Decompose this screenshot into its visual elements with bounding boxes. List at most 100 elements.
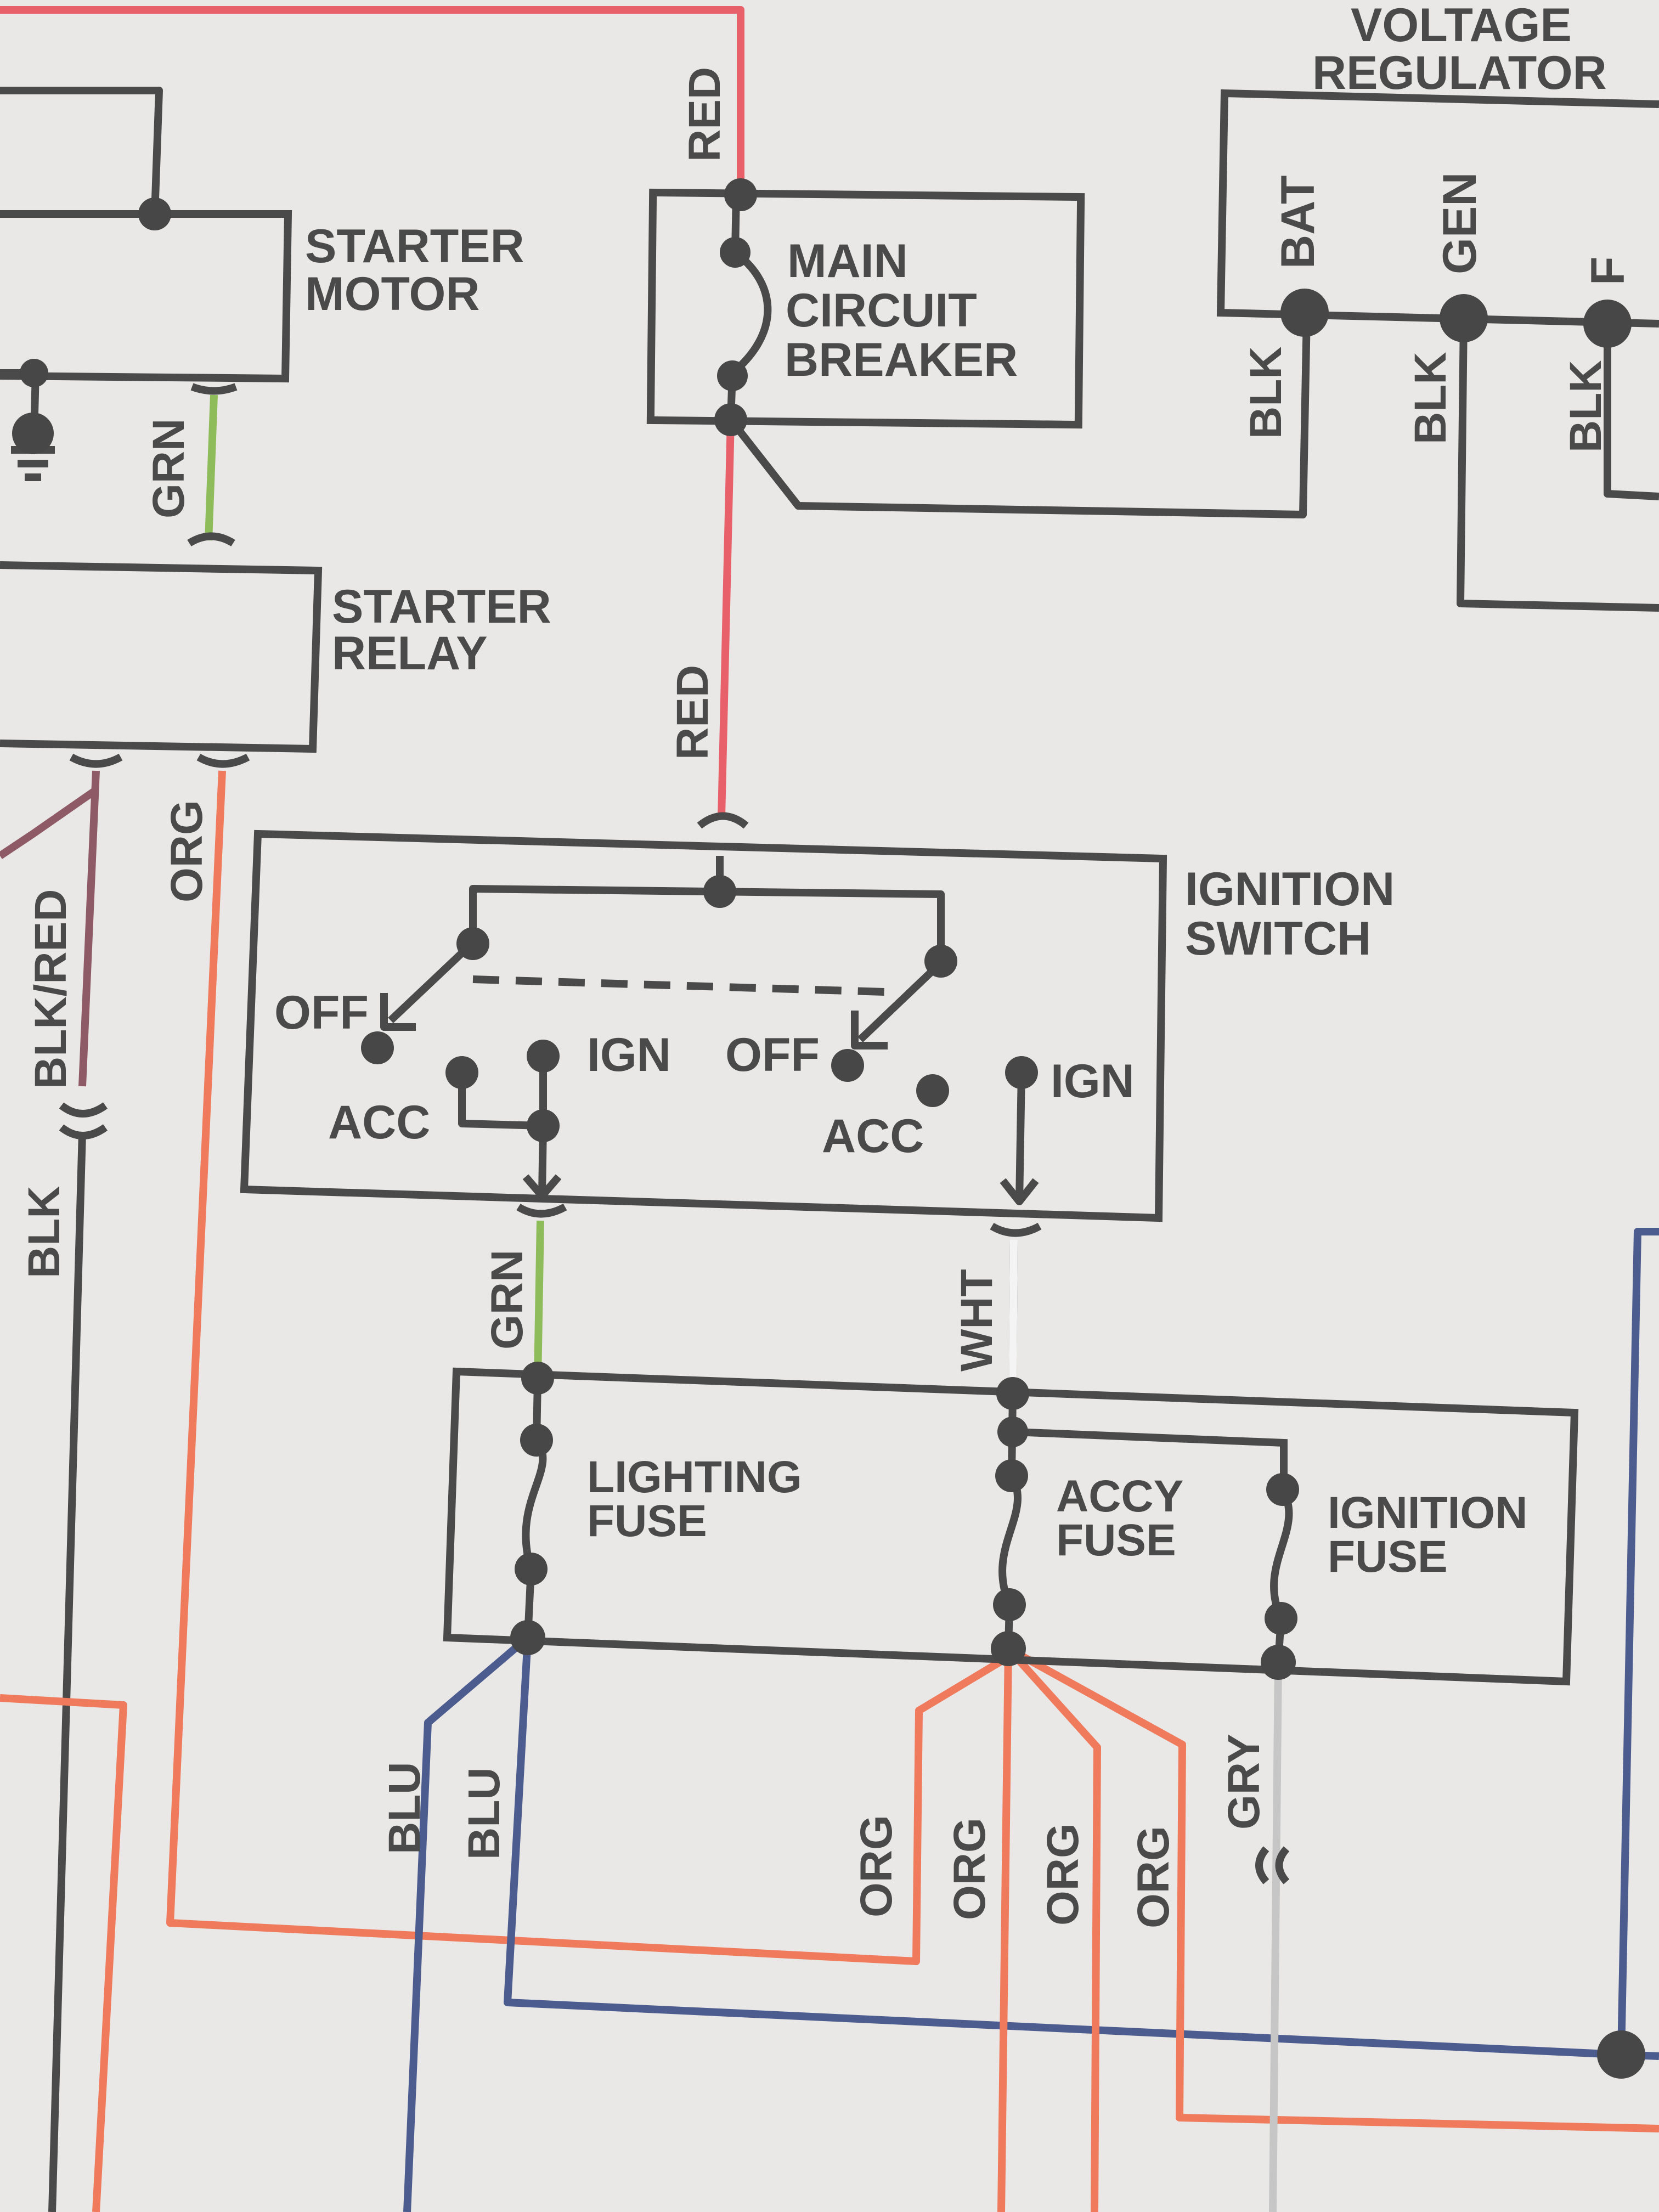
wire-grn-starter [205,394,218,541]
switch-right-acc-label: ACC [822,1110,924,1163]
wire-wht-switch [1009,1239,1018,1394]
wire-blk-f [1604,324,1659,500]
wire-org-4 [1006,1645,1659,2132]
fuse-divider [1013,1428,1288,1481]
wire-red-top [0,6,744,195]
dot-accy-top [995,1459,1028,1492]
regulator-bat-label: BAT [1272,176,1324,269]
switch-left-ign-acc-link [458,1056,547,1130]
wire-blu-1 [403,1634,531,2212]
dot-accy-out [991,1631,1026,1666]
dot-breaker-bottom [717,360,748,391]
dot-switch-right-pivot [924,945,957,978]
dot-lighting-in [521,1362,554,1395]
dot-switch-left-ign [527,1040,560,1073]
lighting-fuse-label-line1: LIGHTING [587,1452,802,1502]
dot-lighting-bottom [515,1553,548,1585]
wire-label-wht-switch: WHT [952,1269,1002,1372]
wire-org-2 [997,1648,1012,2212]
dot-reg-gen [1440,294,1488,342]
dot-switch-left-off [361,1031,394,1064]
switch-left-ign-label: IGN [587,1029,671,1081]
voltage-regulator-label: VOLTAGE REGULATOR [1312,0,1607,99]
wire-label-blk-bat: BLK [1241,346,1291,439]
wire-label-org-3: ORG [1038,1823,1088,1926]
accy-fuse-label: ACCY FUSE [1056,1471,1183,1565]
connector-blk-left [59,1102,108,1139]
wire-label-org-2: ORG [945,1818,995,1920]
dot-switch-right-ign [1005,1056,1038,1089]
connector-grn-bottom [187,532,235,547]
connector-red-switch [697,812,749,829]
dot-lighting-out [510,1620,545,1655]
switch-right-ign-label: IGN [1051,1055,1135,1108]
junction-dots [12,178,1645,2079]
wire-org-relay [166,770,1006,1965]
dot-switch-left-pivot [456,927,489,960]
wire-blu-2 [504,1637,1619,2058]
wire-label-blu-1: BLU [380,1762,430,1854]
ignition-fuse-label: IGNITION FUSE [1328,1488,1527,1582]
main-circuit-breaker-label: MAIN CIRCUIT BREAKER [785,235,1018,386]
wire-label-blk-left: BLK [19,1186,69,1278]
lighting-fuse-label-line2: FUSE [587,1496,707,1546]
dot-switch-left-junction [527,1109,560,1142]
ignition-fuse-label-line2: FUSE [1328,1532,1448,1582]
dot-starter-top [138,198,171,230]
connector-wht-switch [990,1222,1042,1237]
dot-ign-fuse-out [1261,1645,1296,1680]
main-circuit-breaker-label-line2: CIRCUIT [786,284,977,337]
wire-label-blk-f: BLK [1561,360,1611,453]
switch-right-arrow [851,1011,888,1049]
dot-breaker-out [714,403,747,436]
wire-org-3 [1005,1646,1101,2212]
switch-left-arrow [380,993,416,1031]
lighting-fuse-label: LIGHTING FUSE [587,1452,802,1546]
wire-label-blk-gen: BLK [1406,352,1455,444]
main-circuit-breaker-label-line3: BREAKER [785,334,1018,386]
switch-mechanical-link [472,975,885,996]
accy-fuse-label-line2: FUSE [1056,1515,1176,1565]
dot-starter-lead [20,359,48,387]
wire-label-red-mid: RED [668,665,718,760]
dot-switch-common [703,875,736,908]
wire-grn-switch [534,1220,544,1380]
voltage-regulator-label-line1: VOLTAGE [1351,0,1572,52]
wire-label-red-top: RED [680,67,730,162]
starter-motor-label-line2: MOTOR [305,268,480,320]
ignition-switch-label-line2: SWITCH [1185,912,1371,965]
wire-label-grn-switch: GRN [482,1250,532,1350]
starter-relay-label: STARTER RELAY [332,580,551,680]
wire-label-blu-2: BLU [459,1767,509,1860]
wire-blk-red [78,770,100,1087]
wire-label-blk-red: BLK/RED [26,889,76,1089]
dot-ign-fuse-top [1266,1473,1299,1506]
dot-switch-right-off [831,1049,864,1082]
wire-label-grn-starter: GRN [144,419,194,518]
regulator-gen-label: GEN [1434,172,1486,274]
switch-right-arm [857,960,944,1043]
wire-org-left [0,1694,127,2212]
connector-org-relay [196,753,250,768]
dot-switch-left-acc [445,1056,478,1089]
switch-left-off-label: OFF [274,986,369,1039]
starter-motor-label-line1: STARTER [305,220,524,273]
connector-grn-switch [516,1203,567,1218]
dot-accy-in [996,1377,1029,1410]
dot-breaker-top [720,237,751,268]
dot-accy-bottom [993,1588,1026,1621]
connector-gry [1255,1846,1290,1884]
switch-right-off-label: OFF [725,1029,820,1081]
ignition-fuse-label-line1: IGNITION [1328,1488,1527,1538]
dot-accy-branch [997,1417,1028,1447]
connector-grn-top [190,383,238,395]
dot-ign-fuse-bottom [1265,1602,1297,1635]
ignition-switch-label: IGNITION SWITCH [1185,863,1395,965]
ignition-switch-box [240,830,1167,1222]
wire-label-org-relay: ORG [162,800,212,902]
main-circuit-breaker-box [646,188,1085,429]
voltage-regulator-label-line2: REGULATOR [1312,47,1607,99]
regulator-f-label: F [1582,256,1634,285]
switch-right-output [1000,1072,1039,1205]
